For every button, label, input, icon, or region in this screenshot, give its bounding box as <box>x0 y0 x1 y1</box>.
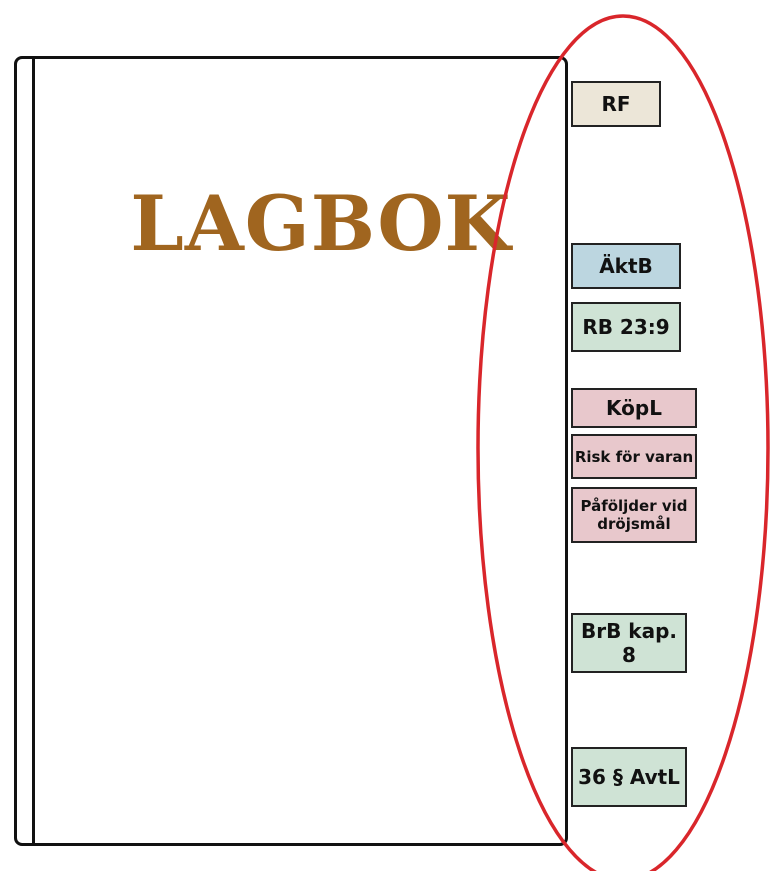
tab-rb[interactable]: RB 23:9 <box>571 302 681 352</box>
book-spine <box>32 56 35 846</box>
tab-kopl[interactable]: KöpL <box>571 388 697 428</box>
tab-risk[interactable]: Risk för varan <box>571 434 697 479</box>
law-book: LAGBOK <box>14 56 568 846</box>
tab-pafoljder[interactable]: Påföljder vid dröjsmål <box>571 487 697 543</box>
tab-avtl[interactable]: 36 § AvtL <box>571 747 687 807</box>
tab-aktb[interactable]: ÄktB <box>571 243 681 289</box>
tab-brb[interactable]: BrB kap. 8 <box>571 613 687 673</box>
tab-rf[interactable]: RF <box>571 81 661 127</box>
book-title: LAGBOK <box>130 179 512 268</box>
